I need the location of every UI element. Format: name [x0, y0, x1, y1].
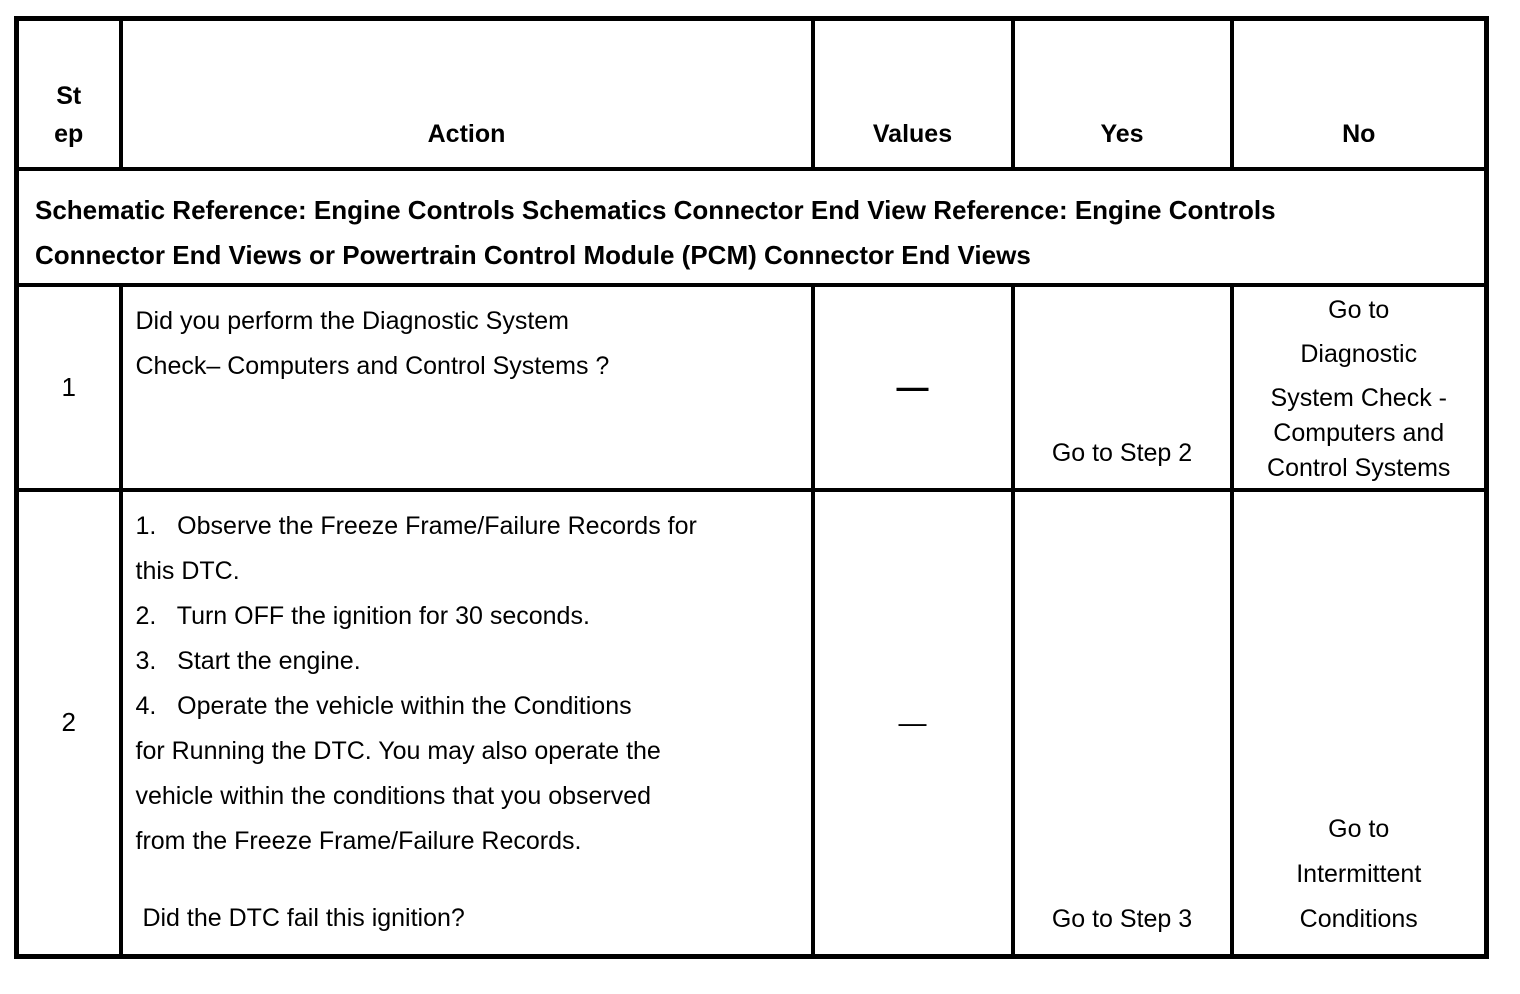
action-cell: 1. Observe the Freeze Frame/Failure Reco… — [118, 487, 815, 959]
action-question-line: Did the DTC fail this ignition? — [135, 903, 465, 932]
schematic-reference-line2: Connector End Views or Powertrain Contro… — [35, 239, 1031, 270]
step-row-2: 2 1. Observe the Freeze Frame/Failure Re… — [14, 487, 1489, 959]
col-header-yes: Yes — [1010, 16, 1234, 171]
no-line: Computers and — [1273, 418, 1445, 447]
no-line: Go to — [1328, 295, 1390, 324]
col-header-no: No — [1229, 16, 1489, 171]
col-header-step-line1: St — [56, 81, 82, 110]
action-blank-line — [136, 864, 803, 896]
yes-cell: Go to Step 3 — [1010, 487, 1234, 959]
schematic-reference-row: Schematic Reference: Engine Controls Sch… — [14, 166, 1489, 287]
action-line: from the Freeze Frame/Failure Records. — [135, 826, 582, 855]
action-line: vehicle within the conditions that you o… — [135, 781, 652, 810]
values-cell: — — [810, 282, 1015, 492]
action-line: this DTC. — [135, 556, 240, 585]
values-dash: — — [896, 368, 929, 405]
step-number-cell: 1 — [14, 282, 123, 492]
schematic-reference-line1: Schematic Reference: Engine Controls Sch… — [35, 194, 1276, 225]
col-header-action: Action — [118, 16, 815, 171]
step-row-1: 1 Did you perform the Diagnostic System … — [14, 282, 1489, 492]
action-line: Check– Computers and Control Systems ? — [135, 351, 610, 380]
no-cell: Go to Intermittent Conditions — [1229, 487, 1489, 959]
yes-cell: Go to Step 2 — [1010, 282, 1234, 492]
action-cell: Did you perform the Diagnostic System Ch… — [118, 282, 815, 492]
values-cell: — — [810, 487, 1015, 959]
no-line: Conditions — [1299, 905, 1418, 933]
no-cell: Go to Diagnostic System Check - Computer… — [1229, 282, 1489, 492]
action-line: Did you perform the Diagnostic System — [135, 306, 570, 335]
diagnostic-step-table: St ep Action Values Yes No Schematic Ref… — [14, 16, 1489, 959]
action-line: 2. Turn OFF the ignition for 30 seconds. — [135, 601, 590, 630]
action-line: for Running the DTC. You may also operat… — [135, 736, 661, 765]
table-header-row: St ep Action Values Yes No — [14, 16, 1489, 171]
col-header-step-line2: ep — [54, 119, 84, 148]
action-line: 1. Observe the Freeze Frame/Failure Reco… — [135, 511, 697, 540]
no-line: System Check - — [1270, 383, 1447, 412]
col-header-step: St ep — [14, 16, 123, 171]
step-number-cell: 2 — [14, 487, 123, 959]
no-line: Go to — [1328, 815, 1390, 843]
values-dash: — — [898, 706, 927, 738]
no-line: Control Systems — [1267, 453, 1451, 482]
action-line: 4. Operate the vehicle within the Condit… — [135, 691, 632, 720]
col-header-values: Values — [810, 16, 1015, 171]
schematic-reference-note: Schematic Reference: Engine Controls Sch… — [14, 166, 1489, 287]
action-line: 3. Start the engine. — [135, 646, 361, 675]
no-line: Intermittent — [1296, 860, 1422, 888]
no-line: Diagnostic — [1300, 339, 1418, 368]
